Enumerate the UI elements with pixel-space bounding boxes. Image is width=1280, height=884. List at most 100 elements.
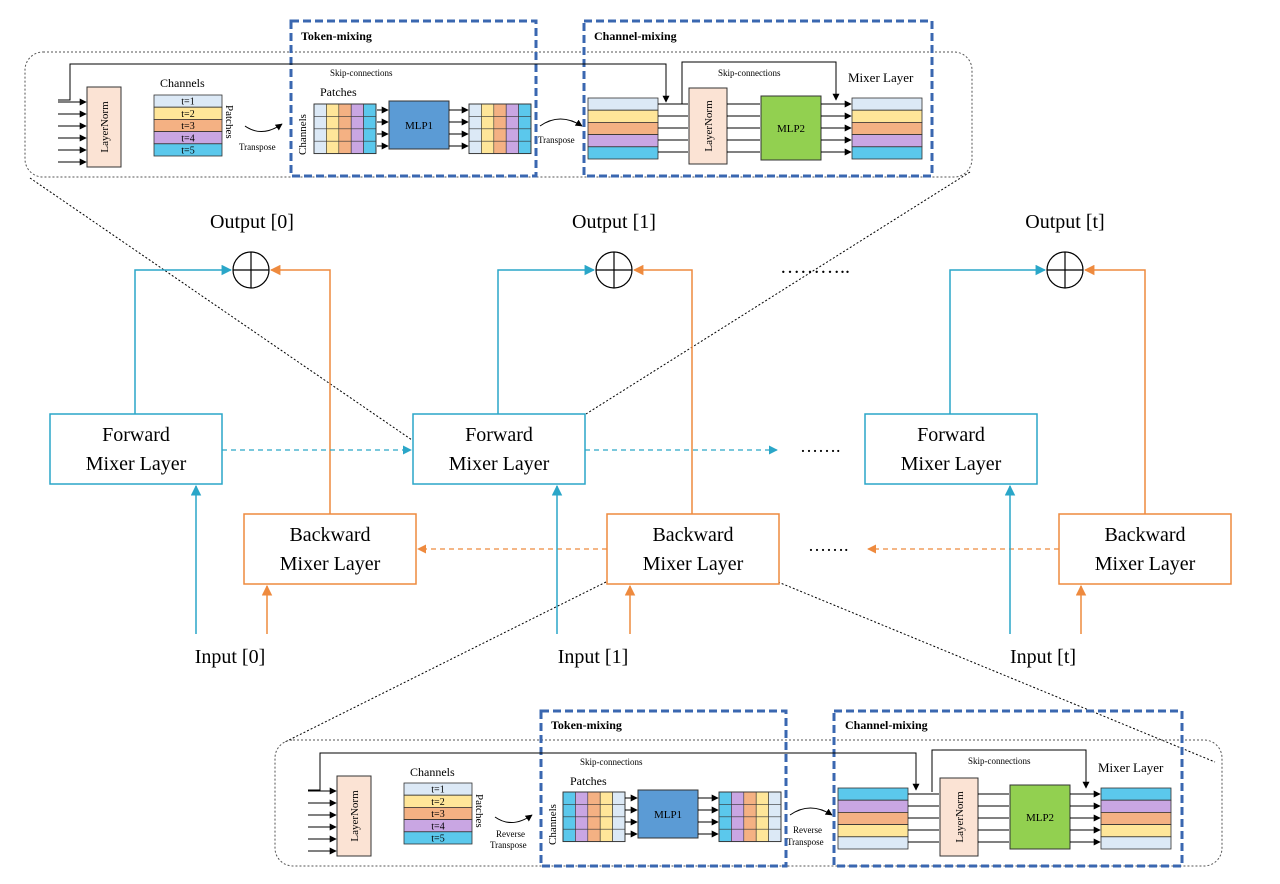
- top-mlp1-label: MLP1: [405, 120, 433, 132]
- output-1-label: Output [1]: [572, 211, 656, 233]
- bottom-channel-stack-in: [837, 787, 909, 850]
- top-mixer-layer-label: Mixer Layer: [848, 70, 914, 85]
- top-transpose-label-2: Transpose: [538, 135, 575, 145]
- bottom-mlp1-output-arrows: [698, 794, 719, 838]
- output-t-label: Output [t]: [1025, 211, 1104, 233]
- bottom-mlp1-input-arrows: [625, 794, 638, 838]
- input-1-label: Input [1]: [558, 646, 629, 668]
- bottom-mlp2-label: MLP2: [1026, 812, 1054, 824]
- top-time-row-label-4: t=4: [181, 133, 194, 144]
- forward-mixer-t-label-1: Forward: [917, 424, 985, 446]
- bottom-mlp1-box: [637, 789, 699, 839]
- top-transpose-arrow-2: [539, 118, 583, 127]
- top-stack-in-row-3: [587, 122, 659, 136]
- bottom-mixer-layer-label: Mixer Layer: [1098, 760, 1164, 775]
- forward-mixer-1-label-2: Mixer Layer: [449, 453, 550, 475]
- top-stack-in-row-1: [587, 97, 659, 111]
- bottom-grid1-border: [562, 791, 626, 843]
- bottom-channel-mixing-label: Channel-mixing: [845, 718, 928, 732]
- bottom-stack-out-row-5: [1100, 836, 1172, 850]
- bottom-time-row-5: [403, 831, 473, 845]
- backward-mixer-layer-0: [243, 513, 417, 585]
- forward-mixer-1-label-1: Forward: [465, 424, 533, 446]
- bottom-transpose-arrow-2: [789, 807, 833, 816]
- bottom-channel-stack-out: [1100, 787, 1172, 850]
- backward-mixer-t-label-2: Mixer Layer: [1095, 553, 1196, 575]
- ellipsis-top: ………..: [780, 256, 850, 278]
- top-stack-in-row-4: [587, 134, 659, 148]
- top-skip-label-2: Skip-connections: [718, 68, 781, 78]
- bottom-time-row-label-5: t=5: [431, 834, 444, 845]
- top-mlp1-output-arrows: [449, 106, 469, 150]
- top-channel-mixing-label: Channel-mixing: [594, 29, 677, 43]
- bottom-transpose-label-1: Transpose: [490, 840, 527, 850]
- top-skip-line-1: [58, 63, 670, 103]
- bottom-patch-grid-1: [562, 791, 626, 843]
- top-grid2-border: [468, 103, 532, 155]
- bottom-skip-label-2: Skip-connections: [968, 756, 1031, 766]
- top-stack-to-layernorm-lines: [658, 103, 688, 153]
- top-detail-panel: Token-mixing Channel-mixing Skip-connect…: [24, 19, 973, 178]
- top-stack-out-row-4: [851, 134, 923, 148]
- zoom-line-top-right: [585, 171, 971, 415]
- bottom-patches-top-label: Patches: [570, 774, 607, 788]
- bottom-skip-line-2: [931, 749, 1090, 792]
- top-token-mixing-box: [289, 19, 538, 178]
- bottom-time-row-label-4: t=4: [431, 821, 444, 832]
- bottom-stack-out-row-4: [1100, 824, 1172, 838]
- top-channel-stack-in: [587, 97, 659, 160]
- backward-mixer-0-label-1: Backward: [289, 524, 370, 546]
- forward-mixer-0-label-1: Forward: [102, 424, 170, 446]
- top-patches-top-label: Patches: [320, 85, 357, 99]
- bottom-stack-in-row-3: [837, 812, 909, 826]
- bottom-grid2-border: [718, 791, 782, 843]
- top-patch-grid-2: [468, 103, 532, 155]
- top-time-row-label-3: t=3: [181, 121, 194, 132]
- bottom-input-arrows: [308, 787, 337, 855]
- top-mlp2-output-arrows: [821, 100, 852, 156]
- forward-mixer-t-label-2: Mixer Layer: [901, 453, 1002, 475]
- top-input-arrows: [58, 98, 87, 166]
- bottom-detail-panel: Token-mixing Channel-mixing Skip-connect…: [274, 709, 1223, 868]
- top-time-rows: t=1t=2t=3t=4t=5: [153, 94, 223, 157]
- bottom-mlp1-label: MLP1: [654, 809, 682, 821]
- forward-mixer-layer-0: [49, 413, 223, 485]
- bottom-patches-side-label: Patches: [473, 794, 485, 828]
- top-stack-out-row-3: [851, 122, 923, 136]
- top-time-row-label-2: t=2: [181, 109, 194, 120]
- bottom-layernorm-to-mlp2-lines: [978, 793, 1009, 843]
- top-layernorm-to-mlp2-lines: [727, 103, 760, 153]
- backward-mixer-0-label-2: Mixer Layer: [280, 553, 381, 575]
- forward-output-path-1: [497, 264, 596, 414]
- bottom-token-mixing-box: [539, 709, 788, 868]
- top-mlp2-box: [760, 95, 822, 161]
- bottom-stack-in-row-2: [837, 799, 909, 813]
- bottom-time-row-label-2: t=2: [431, 797, 444, 808]
- top-stack-in-row-2: [587, 109, 659, 123]
- bottom-reverse-label-2: Reverse: [793, 825, 822, 835]
- bottom-time-row-label-3: t=3: [431, 809, 444, 820]
- zoom-line-bottom-right: [777, 581, 1216, 763]
- bottom-stack-in-row-1: [837, 787, 909, 801]
- top-layernorm-label: LayerNorm: [99, 101, 111, 153]
- forward-output-path-t: [949, 264, 1047, 414]
- backward-output-path-1: [632, 264, 693, 514]
- sum-node-1: [595, 251, 633, 289]
- top-transpose-label-1: Transpose: [239, 142, 276, 152]
- top-channels-side-label: Channels: [297, 114, 309, 155]
- top-mlp2-label: MLP2: [777, 123, 805, 135]
- bottom-stack-out-row-1: [1100, 787, 1172, 801]
- bottom-mlp2-box: [1009, 784, 1071, 850]
- top-layernorm-box: [86, 86, 122, 168]
- top-stack-out-row-1: [851, 97, 923, 111]
- top-stack-out-row-5: [851, 146, 923, 160]
- top-patches-side-label: Patches: [223, 105, 235, 139]
- bottom-stack-out-row-3: [1100, 812, 1172, 826]
- input-0-label: Input [0]: [195, 646, 266, 668]
- top-channel-stack-out: [851, 97, 923, 160]
- zoom-connectors: [29, 171, 1216, 763]
- backward-mixer-t-label-1: Backward: [1104, 524, 1185, 546]
- backward-mixer-1-label-1: Backward: [652, 524, 733, 546]
- top-channels-label: Channels: [160, 76, 205, 90]
